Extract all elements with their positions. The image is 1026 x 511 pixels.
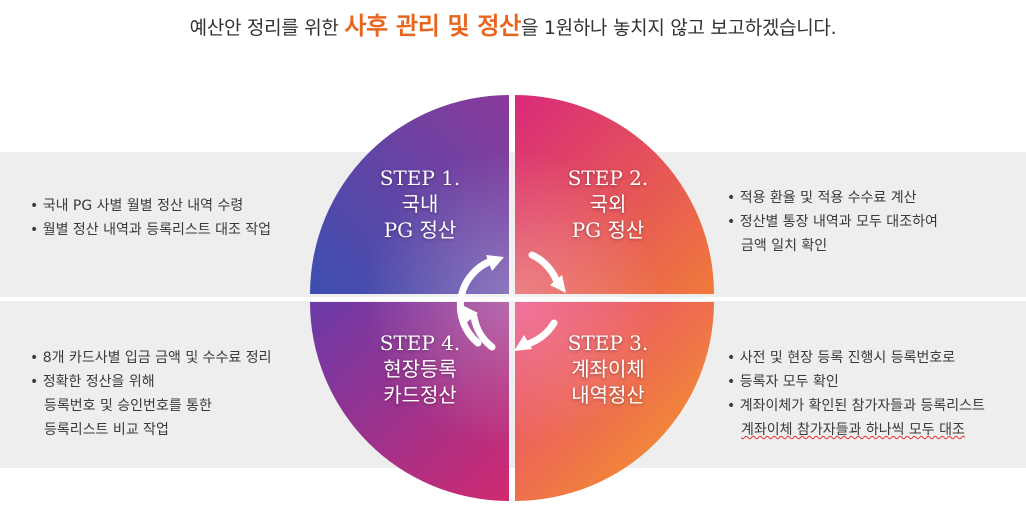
- step2-label: STEP 2. 국외 PG 정산: [548, 165, 668, 243]
- note-item: • 사전 및 현장 등록 진행시 등록번호로: [727, 350, 956, 366]
- headline-prefix: 예산안 정리를 위한: [189, 17, 345, 39]
- step4-line1: 현장등록: [383, 357, 457, 381]
- step4-line2: 카드정산: [383, 383, 457, 407]
- note-item: • 국내 PG 사별 월별 정산 내역 수령: [30, 198, 244, 214]
- note-item: • 적용 환율 및 적용 수수료 계산: [727, 190, 917, 206]
- step4-label: STEP 4. 현장등록 카드정산: [360, 330, 480, 408]
- process-wheel: [310, 95, 714, 501]
- step3-line1: 계좌이체: [571, 357, 645, 381]
- headline-highlight: 사후 관리 및 정산: [344, 12, 521, 40]
- note-item: 계좌이체 참가자들과 하나씩 모두 대조: [741, 422, 965, 438]
- step2-title: STEP 2.: [567, 166, 649, 190]
- note-item: • 정산별 통장 내역과 모두 대조하여: [727, 214, 938, 230]
- step2-line2: PG 정산: [571, 218, 645, 242]
- step4-notes: • 8개 카드사별 입금 금액 및 수수료 정리 • 정확한 정산을 위해 등록…: [30, 346, 272, 442]
- note-item: 금액 일치 확인: [741, 238, 828, 254]
- note-item: • 정확한 정산을 위해: [30, 374, 155, 390]
- note-item: 등록리스트 비교 작업: [44, 422, 169, 438]
- step2-line1: 국외: [589, 192, 627, 216]
- step2-notes: • 적용 환율 및 적용 수수료 계산 • 정산별 통장 내역과 모두 대조하여…: [727, 186, 938, 258]
- step1-label: STEP 1. 국내 PG 정산: [360, 165, 480, 243]
- headline-suffix: 을 1원하나 놓치지 않고 보고하겠습니다.: [520, 17, 837, 39]
- step3-label: STEP 3. 계좌이체 내역정산: [548, 330, 668, 408]
- note-item: • 8개 카드사별 입금 금액 및 수수료 정리: [30, 350, 272, 366]
- step3-title: STEP 3.: [567, 331, 649, 355]
- step3-line2: 내역정산: [571, 383, 645, 407]
- note-item: 등록번호 및 승인번호를 통한: [44, 398, 212, 414]
- step1-notes: • 국내 PG 사별 월별 정산 내역 수령 • 월별 정산 내역과 등록리스트…: [30, 194, 271, 242]
- step1-line2: PG 정산: [383, 218, 457, 242]
- page-headline: 예산안 정리를 위한 사후 관리 및 정산을 1원하나 놓치지 않고 보고하겠습…: [0, 6, 1026, 41]
- step4-title: STEP 4.: [379, 331, 461, 355]
- note-item: • 등록자 모두 확인: [727, 374, 839, 390]
- center-glow: [362, 148, 662, 448]
- step1-line1: 국내: [401, 192, 439, 216]
- step1-title: STEP 1.: [379, 166, 461, 190]
- note-item: • 계좌이체가 확인된 참가자들과 등록리스트: [727, 398, 985, 414]
- step3-notes: • 사전 및 현장 등록 진행시 등록번호로 • 등록자 모두 확인 • 계좌이…: [727, 346, 985, 442]
- arrowheads: [462, 255, 566, 351]
- note-item: • 월별 정산 내역과 등록리스트 대조 작업: [30, 222, 272, 238]
